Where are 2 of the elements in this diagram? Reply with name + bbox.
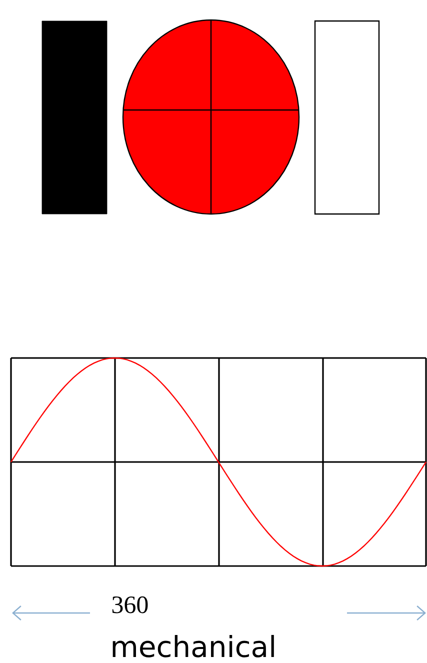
unit-label: mechanical — [112, 634, 274, 658]
dimension-label: 360 — [112, 596, 148, 614]
